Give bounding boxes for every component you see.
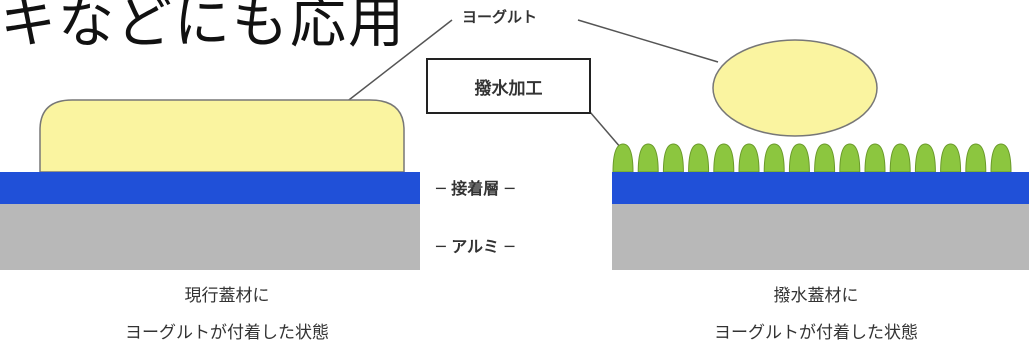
aluminum-layer-right	[612, 204, 1029, 270]
water-repellent-label: 撥水加工	[474, 78, 543, 99]
coating-bump	[688, 143, 710, 173]
yogurt-blob-left	[39, 99, 405, 173]
coating-bump	[637, 143, 659, 173]
coating-bump	[662, 143, 684, 173]
adhesive-layer-right	[612, 172, 1029, 204]
coating-bump	[763, 143, 785, 173]
yogurt-label: ヨーグルト	[462, 8, 538, 26]
coating-bump	[788, 143, 810, 173]
coating-bump	[839, 143, 861, 173]
coating-bump	[814, 143, 836, 173]
yogurt-leader-line-left	[344, 19, 453, 104]
water-repellent-coating	[612, 143, 1012, 173]
coating-bump	[864, 143, 886, 173]
coating-bump	[889, 143, 911, 173]
coating-bump	[965, 143, 987, 173]
adhesive-layer-left	[0, 172, 420, 204]
yogurt-leader-line-right	[577, 19, 719, 63]
coating-bump	[940, 143, 962, 173]
coating-leader-line	[589, 111, 622, 149]
aluminum-label: ─ アルミ ─	[436, 237, 515, 256]
coating-bump	[990, 143, 1012, 173]
coating-bump	[713, 143, 735, 173]
coating-bump	[612, 143, 634, 173]
coating-bump	[914, 143, 936, 173]
caption-right-line2: ヨーグルトが付着した状態	[714, 323, 918, 343]
coating-bump	[738, 143, 760, 173]
aluminum-layer-left	[0, 204, 420, 270]
heading-text: キなどにも応用	[0, 0, 406, 56]
yogurt-droplet-right	[712, 39, 878, 137]
adhesive-layer-label: ─ 接着層 ─	[436, 179, 515, 198]
caption-left-line1: 現行蓋材に	[184, 286, 270, 306]
caption-left-line2: ヨーグルトが付着した状態	[125, 323, 329, 343]
water-repellent-label-box: 撥水加工	[426, 58, 591, 114]
caption-right-line1: 撥水蓋材に	[773, 286, 859, 306]
